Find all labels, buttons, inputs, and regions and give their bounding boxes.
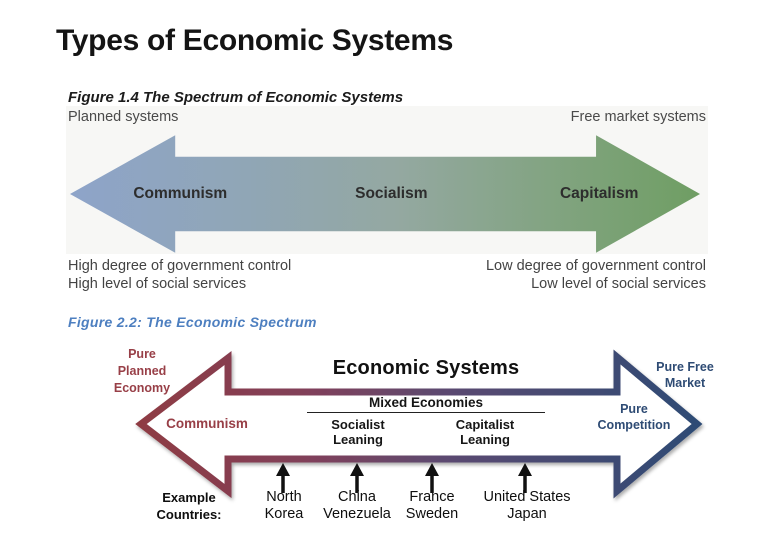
label-line: Pure: [620, 402, 648, 416]
label-line: Planned: [117, 364, 167, 378]
figure1-right-notes: Low degree of government control Low lev…: [486, 257, 706, 293]
figure1-label-communism: Communism: [133, 185, 228, 202]
country-pointer-arrows: [276, 463, 532, 493]
label-line: Socialist: [331, 417, 385, 432]
up-arrow-icon: [350, 463, 364, 493]
label-line: Economy: [113, 381, 171, 395]
country-line: Korea: [264, 506, 304, 522]
label-line: Leaning: [333, 432, 383, 447]
country-line: North: [266, 489, 302, 505]
figure1-left-notes: High degree of government control High l…: [68, 257, 291, 293]
label-line: Example: [162, 490, 216, 505]
label-line: Market: [664, 376, 706, 390]
up-arrow-icon: [425, 463, 439, 493]
figure1-label-capitalism: Capitalism: [559, 185, 639, 202]
figure2-hollow-double-arrow: [135, 349, 703, 499]
country-line: Japan: [507, 506, 547, 522]
note-line: High degree of government control: [68, 258, 292, 274]
country-line: France: [409, 489, 455, 505]
label-line: Pure: [128, 347, 156, 361]
label-line: Leaning: [460, 432, 510, 447]
figure2-caption: Figure 2.2: The Economic Spectrum: [68, 314, 317, 330]
page-title: Types of Economic Systems: [56, 24, 454, 57]
figure2-title: Economic Systems: [332, 357, 520, 379]
up-arrow-icon: [518, 463, 532, 493]
socialist-leaning-label: Socialist Leaning: [308, 417, 408, 447]
pure-planned-economy-label: Pure Planned Economy: [92, 346, 192, 397]
figure1-free-market-systems-label: Free market systems: [570, 109, 706, 125]
label-line: Countries:: [156, 507, 222, 522]
pure-competition-label: Pure Competition: [584, 401, 684, 433]
country-china-venezuela: China Venezuela: [297, 489, 417, 523]
up-arrow-icon: [276, 463, 290, 493]
country-north-korea: North Korea: [234, 489, 334, 523]
figure1-planned-systems-label: Planned systems: [68, 109, 179, 125]
figure1-caption: Figure 1.4 The Spectrum of Economic Syst…: [68, 89, 404, 106]
capitalist-leaning-label: Capitalist Leaning: [435, 417, 535, 447]
country-france-sweden: France Sweden: [382, 489, 482, 523]
figure2-communism-label: Communism: [166, 416, 248, 431]
country-line: United States: [483, 489, 571, 505]
note-line: Low level of social services: [531, 276, 706, 292]
country-line: Sweden: [405, 506, 459, 522]
country-line: China: [338, 489, 376, 505]
pure-free-market-label: Pure Free Market: [635, 359, 735, 391]
country-line: Venezuela: [323, 506, 391, 522]
mixed-economies-label: Mixed Economies: [307, 395, 545, 413]
label-line: Capitalist: [455, 417, 515, 432]
note-line: Low degree of government control: [485, 258, 706, 274]
example-countries-label: Example Countries:: [139, 489, 239, 523]
country-united-states-japan: United States Japan: [462, 489, 592, 523]
note-line: High level of social services: [68, 276, 247, 292]
figure2-diagram: [135, 349, 703, 499]
label-line: Competition: [597, 418, 671, 432]
label-line: Pure Free: [656, 360, 714, 374]
figure1-label-socialism: Socialism: [355, 185, 428, 202]
